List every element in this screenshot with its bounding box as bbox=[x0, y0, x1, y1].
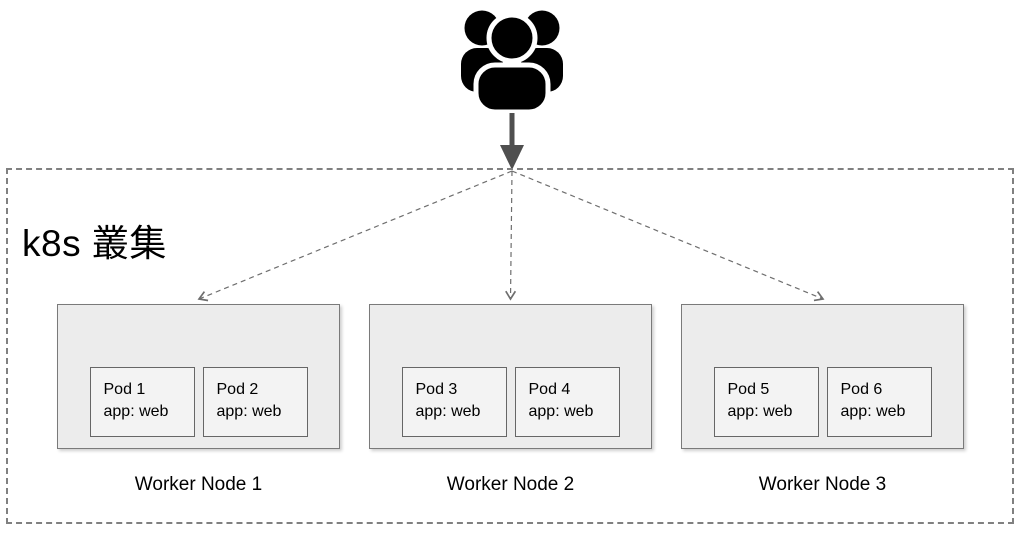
pod-name: Pod 1 bbox=[103, 381, 146, 398]
pod-selector: app: web bbox=[103, 403, 169, 420]
pod-name: Pod 2 bbox=[216, 381, 259, 398]
worker-node-3-label: Worker Node 3 bbox=[758, 474, 887, 495]
pod-1-box: Pod 1 app: web bbox=[89, 367, 195, 437]
cluster-label: k8s 叢集 bbox=[22, 223, 167, 264]
worker-node-1-box: Pod 1 app: web Pod 2 app: web bbox=[57, 304, 340, 449]
pod-name: Pod 4 bbox=[528, 381, 571, 398]
users-icon bbox=[457, 4, 567, 112]
pod-selector: app: web bbox=[216, 403, 282, 420]
pod-2-box: Pod 2 app: web bbox=[202, 367, 308, 437]
pod-name: Pod 5 bbox=[727, 381, 770, 398]
k8s-cluster-box bbox=[6, 168, 1014, 524]
pod-selector: app: web bbox=[528, 403, 594, 420]
pod-selector: app: web bbox=[727, 403, 793, 420]
worker-node-2-label: Worker Node 2 bbox=[446, 474, 575, 495]
worker-node-3-box: Pod 5 app: web Pod 6 app: web bbox=[681, 304, 964, 449]
pod-3-box: Pod 3 app: web bbox=[401, 367, 507, 437]
pod-name: Pod 6 bbox=[840, 381, 883, 398]
pod-5-box: Pod 5 app: web bbox=[713, 367, 819, 437]
worker-node-2-box: Pod 3 app: web Pod 4 app: web bbox=[369, 304, 652, 449]
pod-6-box: Pod 6 app: web bbox=[826, 367, 932, 437]
users-to-cluster-arrowhead bbox=[500, 145, 524, 170]
pod-selector: app: web bbox=[415, 403, 481, 420]
pod-name: Pod 3 bbox=[415, 381, 458, 398]
worker-node-1-label: Worker Node 1 bbox=[134, 474, 263, 495]
pod-selector: app: web bbox=[840, 403, 906, 420]
pod-4-box: Pod 4 app: web bbox=[514, 367, 620, 437]
